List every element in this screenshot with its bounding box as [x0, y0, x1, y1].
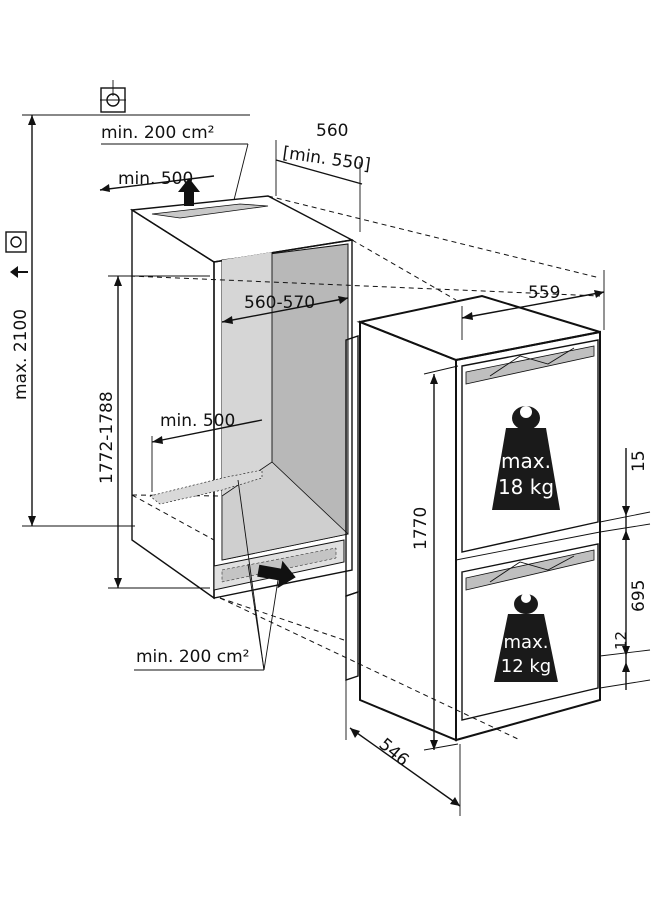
vent-bottom: min. 200 cm² [134, 479, 279, 671]
lower-door-height-label: 695 [629, 580, 649, 612]
lower-weight-line2: 12 kg [501, 656, 551, 677]
appliance-width-label: 559 [528, 283, 560, 303]
vent-top-area-label: min. 200 cm² [101, 123, 214, 143]
upper-weight-line1: max. [501, 449, 551, 473]
socket-icon [100, 80, 126, 113]
vent-bottom-area-label: min. 200 cm² [136, 647, 249, 667]
dim-inner-depth: min. 500 [151, 411, 263, 492]
appliance [345, 294, 601, 742]
niche-width-min-label: [min. 550] [281, 143, 371, 175]
niche [129, 195, 355, 600]
niche-width-label: 560 [316, 121, 348, 141]
appliance-height-label: 1770 [411, 507, 431, 550]
dim-inner-width: 560-570 [221, 293, 349, 324]
projection-lines [129, 195, 601, 741]
arrow-right-icon [257, 560, 296, 589]
dim-appliance-height: 1770 [411, 365, 459, 751]
vent-top: min. 200 cm² min. 500 [99, 123, 249, 201]
niche-height-label: 1772-1788 [97, 391, 117, 484]
weight-icon: max. 18 kg [492, 406, 560, 510]
weight-icon: max. 12 kg [494, 593, 558, 682]
max-height-label: max. 2100 [11, 309, 31, 400]
dim-appliance-width: 559 [461, 270, 605, 340]
upper-weight-line2: 18 kg [498, 475, 554, 499]
door-gap-label: 15 [629, 450, 649, 472]
appliance-depth-label: 546 [375, 735, 413, 771]
inner-width-label: 560-570 [244, 293, 315, 313]
inner-depth-label: min. 500 [160, 411, 235, 431]
dim-max-height: max. 2100 [11, 114, 250, 527]
power-plug-icon [5, 231, 28, 278]
dim-niche-width: 560 [min. 550] [275, 121, 372, 232]
dim-right-side: 15 695 12 [599, 448, 651, 690]
dim-niche-height: 1772-1788 [97, 275, 210, 589]
lower-weight-line1: max. [504, 632, 549, 653]
bottom-gap-label: 12 [612, 631, 630, 650]
vent-top-depth-label: min. 500 [118, 169, 193, 189]
arrow-up-icon [178, 178, 200, 206]
